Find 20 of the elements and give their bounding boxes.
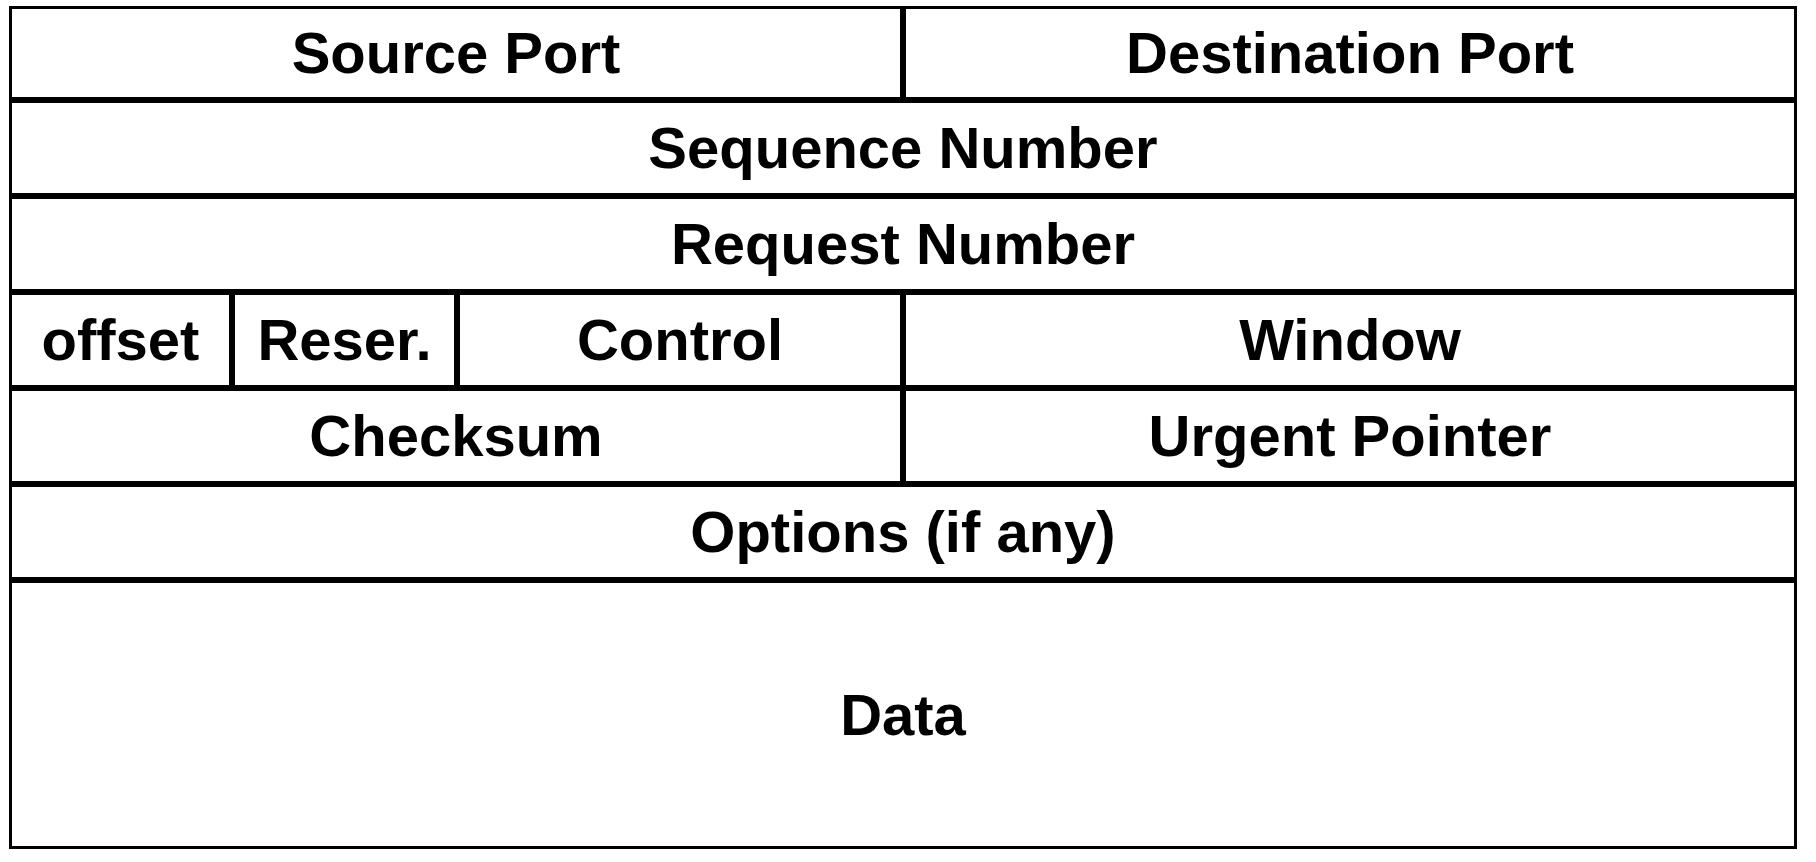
header-field (903, 6, 1797, 100)
field-name: offset (41, 311, 200, 369)
header-field (9, 6, 903, 100)
header-field (9, 292, 232, 388)
header-field (9, 580, 1797, 849)
header-field (9, 484, 1797, 580)
header-field (903, 292, 1797, 388)
header-field (9, 100, 1797, 196)
header-field (9, 388, 903, 484)
field-name: Destination Port (1126, 24, 1574, 82)
header-field (232, 292, 457, 388)
header-field (903, 388, 1797, 484)
field-name: Reser. (257, 311, 432, 369)
field-name: Data (840, 685, 966, 744)
field-name: Source Port (291, 24, 621, 82)
field-name: Checksum (309, 407, 603, 465)
header-field (9, 196, 1797, 292)
field-name: Window (1239, 311, 1461, 369)
field-name: Control (576, 311, 784, 369)
header-field (457, 292, 903, 388)
